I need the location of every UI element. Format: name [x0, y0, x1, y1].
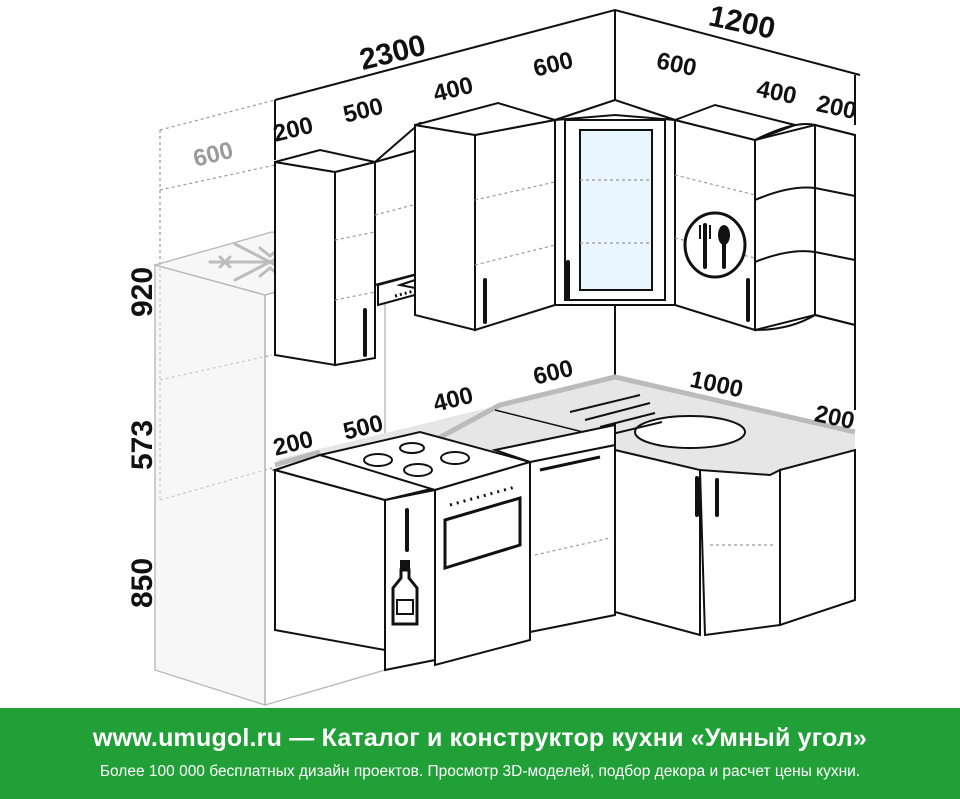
- glass-panel: [579, 129, 653, 291]
- upper-cabinet-200-side: [274, 160, 336, 367]
- upper-cabinets: [274, 98, 856, 367]
- counter-edge-back: [433, 374, 856, 443]
- fridge-depth-guide-top: [159, 99, 276, 131]
- stove-knobs: [449, 485, 516, 507]
- dim-upper-6: 400: [754, 75, 799, 110]
- lower-cabinet-400: [529, 443, 616, 634]
- bottle-icon: [391, 560, 419, 626]
- sink-cabinet-right: [779, 448, 856, 627]
- fridge-front: [154, 264, 266, 706]
- dim-height-backsplash: 573: [126, 420, 159, 470]
- banner-subtitle: Более 100 000 бесплатных дизайн проектов…: [99, 763, 861, 780]
- lower-cabinet-400-handle: [539, 455, 601, 472]
- dim-upper-3: 400: [430, 72, 475, 108]
- dim-fridge-depth: 600: [190, 137, 235, 173]
- dim-upper-1: 200: [270, 112, 315, 148]
- open-shelves: [754, 123, 856, 332]
- dim-upper-5: 600: [654, 47, 699, 82]
- dim-lower-4: 600: [530, 355, 575, 391]
- dim-upper-4: 600: [530, 47, 575, 83]
- open-shelf-side: [814, 123, 856, 327]
- upper-cabinet-400-right: [754, 123, 816, 332]
- dim-height-upper: 920: [126, 267, 159, 317]
- fridge-depth-guide-bottom: [159, 164, 276, 191]
- banner-title[interactable]: www.umugol.ru — Каталог и конструктор ку…: [92, 724, 868, 752]
- sink-cabinet-left: [614, 448, 701, 637]
- lower-cabinets: [271, 423, 856, 672]
- stove: [316, 430, 534, 667]
- lower-cabinet-400-top: [491, 423, 616, 464]
- burners: [363, 442, 470, 477]
- upper-cabinet-400-left: [414, 123, 476, 332]
- plate-cutlery-icon: [683, 211, 747, 279]
- dim-upper-7: 200: [814, 90, 859, 125]
- oven-door: [443, 495, 522, 571]
- dim-depth-right: 1200: [706, 0, 778, 46]
- lower-cabinet-200: [274, 468, 386, 652]
- kitchen-drawing: 2300 1200 200 500 400 600 600 400 200 60…: [126, 0, 861, 706]
- dim-lower-3: 400: [430, 382, 475, 418]
- upper-cabinet-200-front: [334, 160, 376, 367]
- dim-width-total: 2300: [356, 29, 429, 77]
- sink-cabinet-door: [698, 468, 781, 637]
- dim-height-lower: 850: [126, 558, 159, 608]
- footer-banner: www.umugol.ru — Каталог и конструктор ку…: [0, 708, 960, 799]
- counter-edge-left: [274, 449, 321, 468]
- dim-upper-2: 500: [340, 93, 385, 129]
